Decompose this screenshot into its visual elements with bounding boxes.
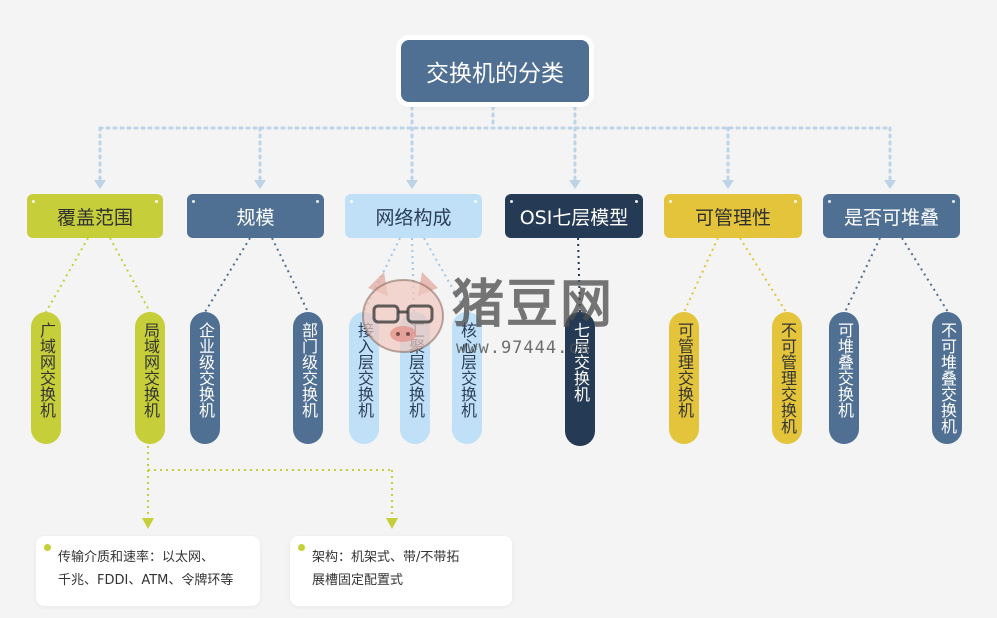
note-line: 千兆、FDDI、ATM、令牌环等 xyxy=(58,573,234,588)
root-label: 交换机的分类 xyxy=(426,61,564,87)
category-stackable: 是否可堆叠 xyxy=(823,194,960,238)
leaf-label: 可堆叠交换机 xyxy=(835,322,854,418)
category-label: 是否可堆叠 xyxy=(843,206,939,229)
leaf-wan-switch: 广域网交换机 xyxy=(31,312,61,444)
leaf-core-layer-switch: 核心层交换机 xyxy=(452,312,482,444)
category-label: 覆盖范围 xyxy=(56,206,133,229)
leaf-layer7-switch: 七层交换机 xyxy=(565,312,595,446)
category-coverage: 覆盖范围 xyxy=(27,194,163,238)
leaf-access-layer-switch: 接入层交换机 xyxy=(349,312,379,444)
category-label: OSI七层模型 xyxy=(519,206,629,229)
leaf-unmanaged-switch: 不可管理交换机 xyxy=(772,312,802,444)
leaf-label: 汇聚层交换机 xyxy=(406,322,425,418)
category-osi-model: OSI七层模型 xyxy=(505,194,643,238)
leaf-managed-switch: 可管理交换机 xyxy=(669,312,699,444)
leaf-label: 不可堆叠交换机 xyxy=(938,322,957,434)
leaf-non-stackable-switch: 不可堆叠交换机 xyxy=(932,312,962,444)
leaf-label: 企业级交换机 xyxy=(196,322,215,418)
bullet-dot-icon xyxy=(298,544,305,551)
leaf-enterprise-switch: 企业级交换机 xyxy=(190,312,220,444)
leaf-department-switch: 部门级交换机 xyxy=(293,312,323,444)
note-line: 展槽固定配置式 xyxy=(312,573,404,588)
note-line: 架构：机架式、带/不带拓 xyxy=(312,550,460,565)
leaf-label: 核心层交换机 xyxy=(458,322,477,418)
category-label: 网络构成 xyxy=(375,206,452,229)
leaf-label: 不可管理交换机 xyxy=(778,322,797,434)
leaf-label: 接入层交换机 xyxy=(355,322,374,418)
leaf-label: 部门级交换机 xyxy=(299,322,318,418)
leaf-lan-switch: 局域网交换机 xyxy=(135,312,165,444)
bullet-dot-icon xyxy=(44,544,51,551)
leaf-label: 可管理交换机 xyxy=(675,322,694,418)
category-label: 可管理性 xyxy=(694,206,771,229)
category-scale: 规模 xyxy=(187,194,324,238)
category-manageability: 可管理性 xyxy=(664,194,802,238)
leaf-aggregation-layer-switch: 汇聚层交换机 xyxy=(400,312,430,444)
category-label: 规模 xyxy=(236,206,275,229)
note-lan-media: 传输介质和速率：以太网、 千兆、FDDI、ATM、令牌环等 xyxy=(36,536,260,606)
leaf-label: 局域网交换机 xyxy=(141,322,160,418)
note-line: 传输介质和速率：以太网、 xyxy=(58,550,215,565)
note-architecture: 架构：机架式、带/不带拓 展槽固定配置式 xyxy=(290,536,512,606)
leaf-label: 七层交换机 xyxy=(571,322,590,402)
category-network-structure: 网络构成 xyxy=(345,194,482,238)
leaf-stackable-switch: 可堆叠交换机 xyxy=(829,312,859,444)
root-node: 交换机的分类 xyxy=(401,40,589,102)
leaf-label: 广域网交换机 xyxy=(37,322,56,418)
